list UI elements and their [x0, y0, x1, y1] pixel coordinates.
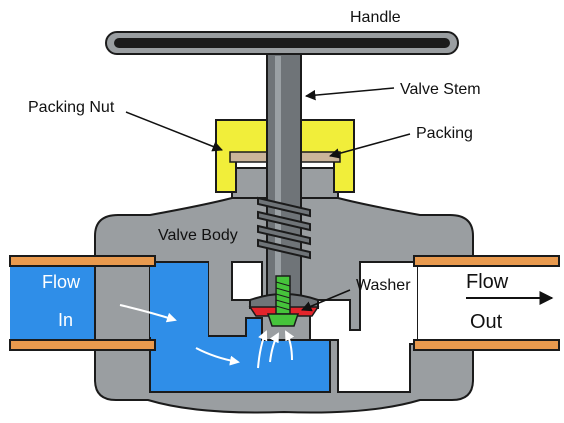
inlet-pipe-bottom: [9, 339, 156, 351]
handle-inner: [114, 38, 450, 48]
label-flow-in-1: Flow: [42, 272, 81, 292]
packing-leader: [328, 133, 411, 159]
label-valve-stem: Valve Stem: [400, 81, 481, 98]
inlet-pipe-top: [9, 255, 156, 267]
label-washer: Washer: [356, 277, 411, 294]
packing-nut-leader: [125, 111, 223, 152]
label-flow-out-1: Flow: [466, 271, 509, 293]
outlet-pipe-bottom: [413, 339, 560, 351]
label-flow-out-2: Out: [470, 311, 503, 333]
valve-stem-highlight: [275, 56, 281, 296]
outlet-pipe-interior: [418, 262, 558, 344]
label-handle: Handle: [350, 9, 401, 26]
valve-stem-leader: [304, 87, 395, 101]
washer-leader: [301, 289, 351, 312]
outlet-pipe-top: [413, 255, 560, 267]
label-valve-body: Valve Body: [158, 227, 238, 244]
label-packing: Packing: [416, 125, 473, 142]
label-packing-nut: Packing Nut: [28, 99, 115, 116]
flow-arrows: [119, 304, 295, 369]
inlet-throat-water: [150, 263, 208, 337]
washer-screw-head: [266, 313, 300, 327]
label-flow-in-2: In: [58, 310, 73, 330]
stem-threads: [257, 196, 311, 260]
washer-screw-threads: [275, 281, 291, 311]
valve-stem: [266, 51, 302, 301]
